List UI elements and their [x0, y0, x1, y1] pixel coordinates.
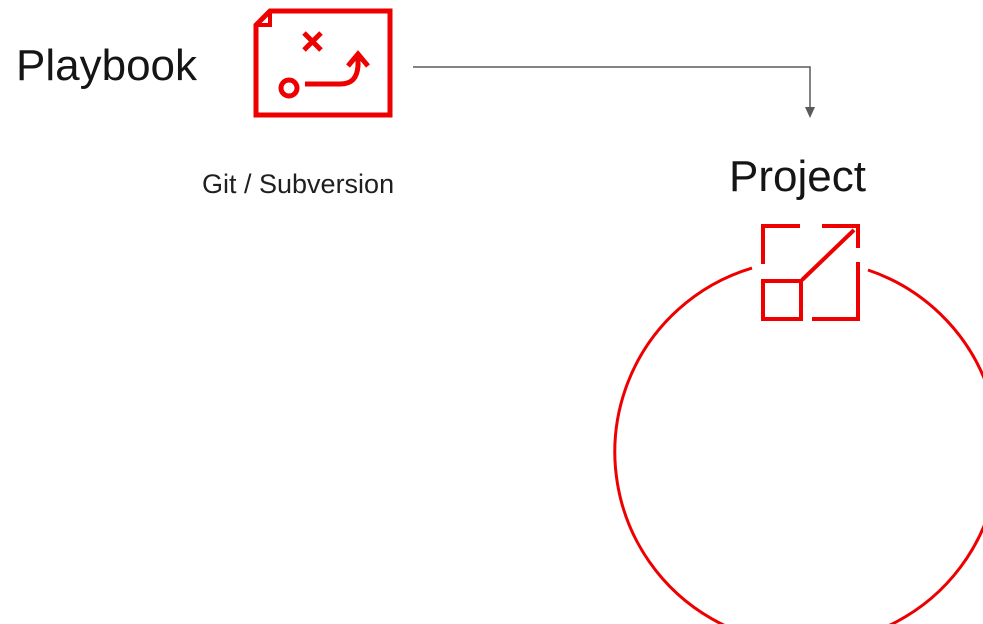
playbook-icon [253, 8, 393, 118]
connector-arrow [413, 66, 815, 118]
connector-label: Git / Subversion [202, 169, 395, 199]
playbook-label: Playbook [16, 41, 198, 90]
project-label: Project [729, 152, 866, 201]
project-circle [613, 266, 983, 624]
project-icon [761, 224, 860, 321]
